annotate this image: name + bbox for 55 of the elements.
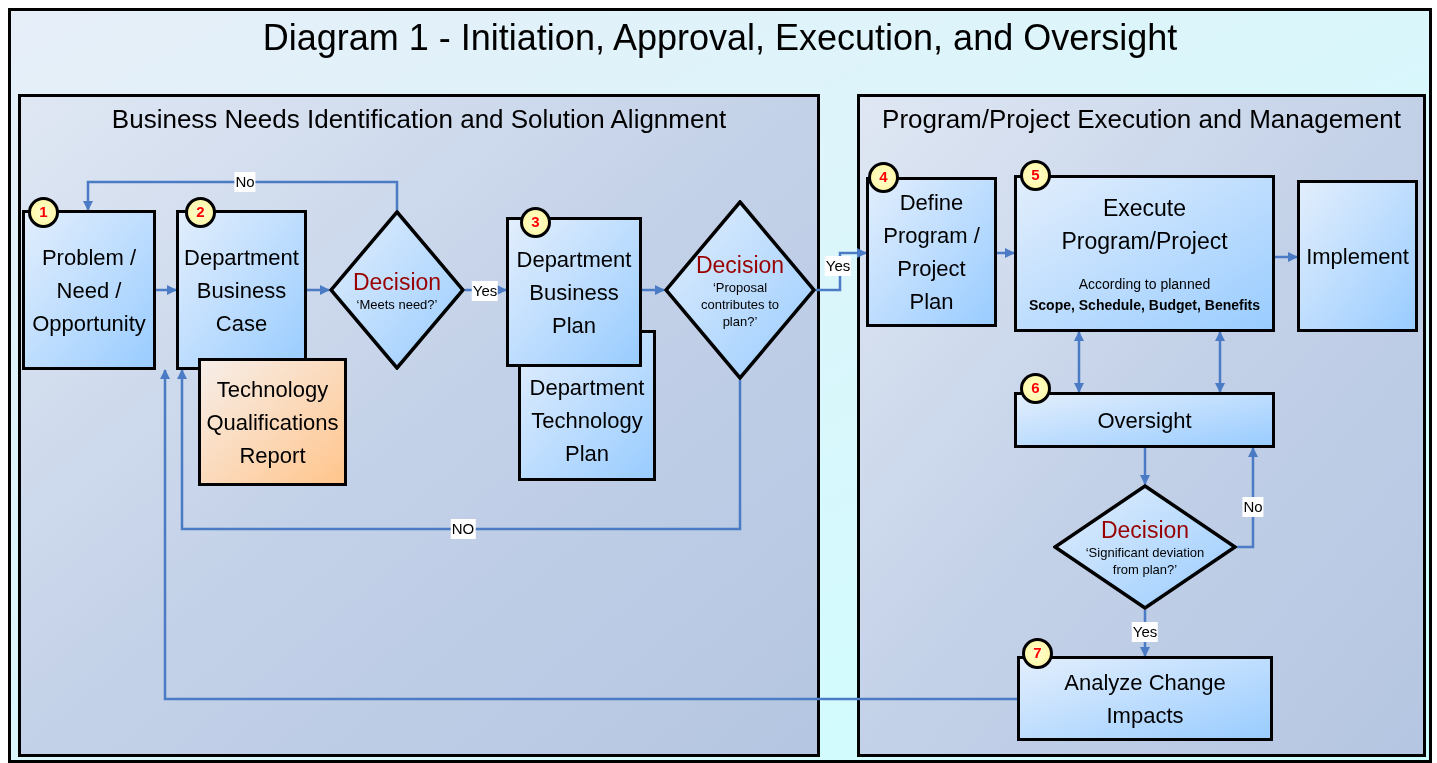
step-number-badge: 7	[1022, 638, 1053, 669]
process-box	[1297, 180, 1418, 332]
box-text: Department Business Case	[183, 243, 300, 338]
box-text: Implement	[1306, 242, 1409, 271]
decision-question: ‘Meets need?’	[356, 295, 438, 313]
decision-question: ‘Proposal contributes to plan?’	[699, 278, 780, 330]
decision-diamond	[664, 200, 816, 380]
connector-arrow	[177, 369, 742, 531]
box-text: Analyze Change Impacts	[1063, 668, 1227, 730]
box-text: Department Business Plan	[515, 245, 633, 340]
box-text: Scope, Schedule, Budget, Benefits	[1028, 295, 1260, 315]
process-box	[506, 217, 642, 367]
connector-arrow	[83, 180, 399, 211]
edge-label: Yes	[824, 256, 852, 276]
box-text: According to planned	[1078, 274, 1211, 294]
step-number-badge: 2	[185, 197, 216, 228]
swimlane-panel	[857, 94, 1426, 757]
panel-heading: Business Needs Identification and Solution Alignment	[110, 103, 728, 136]
connector-arrow	[1275, 252, 1298, 262]
panel-heading: Program/Project Execution and Management	[881, 103, 1402, 136]
connector-arrow	[307, 285, 330, 295]
edge-label: No	[234, 172, 256, 192]
connector-arrow	[1215, 331, 1225, 393]
step-number-badge: 6	[1020, 373, 1051, 404]
step-number-badge: 3	[520, 207, 551, 238]
process-box	[1017, 656, 1273, 741]
connector-arrow	[997, 248, 1015, 258]
decision-heading: Decision	[1100, 516, 1190, 544]
report-box	[198, 358, 347, 486]
swimlane-panel	[18, 94, 820, 757]
connector-arrow	[642, 285, 665, 295]
connector-arrow	[1140, 448, 1150, 485]
box-text: Department Technology Plan	[528, 374, 646, 468]
edge-label: No	[1242, 497, 1264, 517]
decision-diamond	[1053, 484, 1237, 610]
decision-heading: Decision	[352, 267, 442, 296]
decision-question: ‘Significant deviation from plan?’	[1084, 544, 1206, 578]
box-text: Technology Qualifications Report	[205, 375, 340, 470]
box-text: Oversight	[1097, 406, 1192, 435]
step-number-badge: 5	[1020, 160, 1051, 191]
step-number-badge: 1	[28, 197, 59, 228]
edge-label: Yes	[471, 281, 499, 301]
diagram-title: Diagram 1 - Initiation, Approval, Execution, and Oversight	[261, 16, 1179, 60]
connector-arrow	[1237, 447, 1258, 549]
connector-arrow	[1074, 331, 1084, 393]
connector-arrow	[156, 285, 177, 295]
process-box	[1014, 392, 1275, 448]
decision-heading: Decision	[695, 250, 785, 279]
edge-label: NO	[450, 519, 476, 539]
step-number-badge: 4	[868, 162, 899, 193]
box-text: Execute Program/Project	[1060, 193, 1229, 256]
connector-arrow	[160, 369, 1017, 701]
decision-diamond	[329, 210, 465, 370]
box-text: Problem / Need / Opportunity	[31, 243, 147, 338]
edge-label: Yes	[1131, 622, 1159, 642]
